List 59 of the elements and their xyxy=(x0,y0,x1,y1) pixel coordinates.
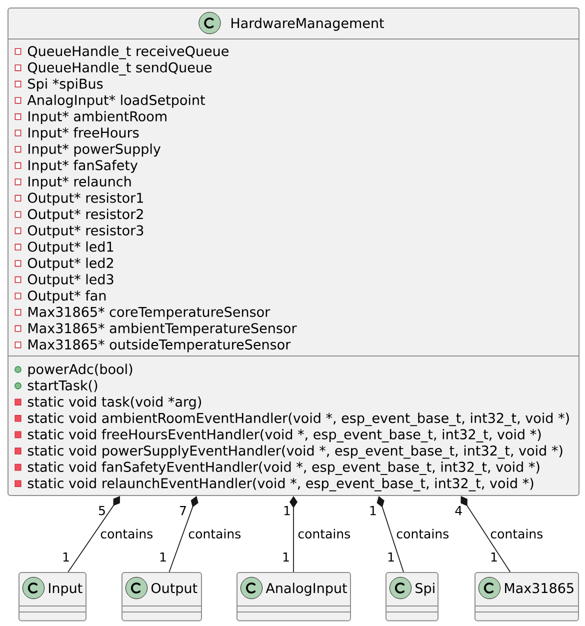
attribute-text: Input* freeHours xyxy=(28,127,139,140)
class-name: Spi xyxy=(416,582,434,596)
class-box xyxy=(236,572,351,622)
attribute-text: QueueHandle_t receiveQueue xyxy=(28,46,228,60)
attribute-text: Output* led1 xyxy=(28,241,114,254)
method-text: static void ambientRoomEventHandler(void *, esp_event_base_t, int32_t, void *) xyxy=(28,412,569,426)
attribute-text: Input* powerSupply xyxy=(28,144,161,157)
edge-label: contains xyxy=(296,528,352,540)
class-box xyxy=(121,572,202,622)
attribute-text: Input* fanSafety xyxy=(28,160,138,173)
composition-line xyxy=(460,496,511,572)
composition-line xyxy=(68,496,120,572)
attribute-text: QueueHandle_t sendQueue xyxy=(28,62,212,76)
attribute-text: AnalogInput* loadSetpoint xyxy=(27,94,205,108)
attribute-text: Max31865* coreTemperatureSensor xyxy=(28,306,270,320)
attribute-text: Max31865* outsideTemperatureSensor xyxy=(28,339,291,352)
class-box xyxy=(18,572,86,622)
class-box xyxy=(474,572,579,622)
attribute-text: Output* resistor1 xyxy=(28,192,143,206)
attribute-text: Output* fan xyxy=(28,290,106,304)
method-text: static void fanSafetyEventHandler(void *, esp_event_base_t, int32_t, void *) xyxy=(28,462,540,475)
method-text: static void powerSupplyEventHandler(void *, esp_event_base_t, int32_t, void *) xyxy=(28,445,562,459)
method-text: startTask() xyxy=(28,380,98,392)
method-text: static void freeHoursEventHandler(void *, esp_event_base_t, int32_t, void *) xyxy=(28,428,541,442)
composition-line xyxy=(376,496,404,572)
method-text: static void relaunchEventHandler(void *, esp_event_base_t, int32_t, void *) xyxy=(28,478,534,492)
class-name: Output xyxy=(151,582,198,596)
edge-label: contains xyxy=(99,528,154,540)
attribute-text: Input* ambientRoom xyxy=(28,110,166,124)
attribute-text: Output* resistor3 xyxy=(28,225,144,238)
multiplicity-label: 7 xyxy=(180,506,186,516)
multiplicity-label: 1 xyxy=(283,552,289,562)
multiplicity-label: 1 xyxy=(63,552,69,562)
multiplicity-label: 1 xyxy=(491,552,497,562)
multiplicity-label: 4 xyxy=(455,506,462,516)
edge-label: contains xyxy=(489,528,544,540)
edge-label: contains xyxy=(187,528,242,540)
class-name: Max31865 xyxy=(505,582,574,594)
multiplicity-label: 1 xyxy=(160,552,166,562)
attribute-text: Input* relaunch xyxy=(28,176,131,190)
class-name: AnalogInput xyxy=(266,582,347,596)
attribute-text: Spi *spiBus xyxy=(28,78,103,92)
class-name: HardwareManagement xyxy=(232,18,384,31)
multiplicity-label: 1 xyxy=(370,506,376,516)
attribute-text: Max31865* ambientTemperatureSensor xyxy=(28,322,297,336)
attribute-text: Output* led2 xyxy=(28,258,113,271)
composition-line xyxy=(168,496,198,572)
attribute-text: Output* led3 xyxy=(28,274,114,287)
composition-line xyxy=(290,496,298,572)
class-box xyxy=(385,572,438,622)
class-name: Input xyxy=(49,583,82,596)
attribute-text: Output* resistor2 xyxy=(28,208,143,222)
method-text: powerAdc(bool) xyxy=(28,364,132,377)
multiplicity-label: 5 xyxy=(98,506,105,516)
multiplicity-label: 1 xyxy=(284,506,290,516)
multiplicity-label: 1 xyxy=(388,552,394,562)
class-box xyxy=(7,8,580,496)
edge-label: contains xyxy=(395,528,450,540)
method-text: static void task(void *arg) xyxy=(28,396,202,410)
